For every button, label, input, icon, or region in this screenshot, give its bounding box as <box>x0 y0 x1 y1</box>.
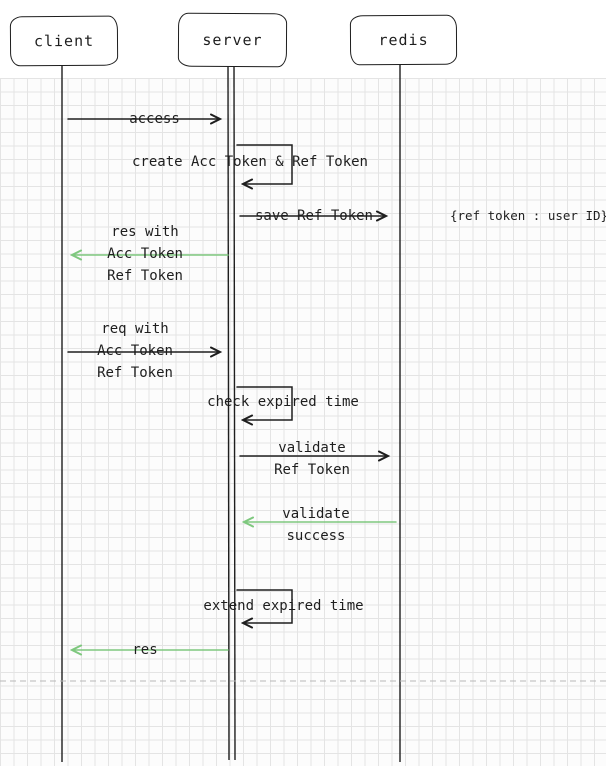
message-label-req-with-tokens: req with Acc Token Ref Token <box>85 318 185 384</box>
message-label-line: validate <box>278 440 346 456</box>
message-label-line: Ref Token <box>107 268 183 284</box>
message-label-create-tokens: create Acc Token & Ref Token <box>131 154 368 170</box>
actor-box-server[interactable]: server <box>177 12 288 68</box>
message-label-line: req with <box>101 321 169 337</box>
message-label-res-with-tokens: res with Acc Token Ref Token <box>95 221 195 287</box>
message-label-res: res <box>132 642 158 658</box>
message-label-validate-ref-token: validate Ref Token <box>262 437 362 481</box>
message-label-line: Acc Token <box>107 246 183 262</box>
lifeline-server-left <box>227 65 230 761</box>
message-label-line: res with <box>111 224 179 240</box>
actor-box-client[interactable]: client <box>9 15 119 67</box>
message-label-extend-expired-time: extend expired time <box>203 598 364 614</box>
actor-label-redis: redis <box>378 30 429 50</box>
message-label-access: access <box>129 111 180 127</box>
redis-note-label: {ref token : user ID} <box>450 208 606 223</box>
message-label-line: Acc Token <box>97 343 173 359</box>
lifeline-server-right <box>233 65 236 761</box>
message-arrow-create-tokens <box>236 144 293 190</box>
actor-box-redis[interactable]: redis <box>349 14 458 66</box>
message-label-line: Ref Token <box>97 365 173 381</box>
message-label-validate-success: validate success <box>266 503 366 547</box>
message-label-line: validate <box>282 506 350 522</box>
actor-label-server: server <box>202 30 263 50</box>
message-label-check-expired-time: check expired time <box>207 394 359 410</box>
actor-label-client: client <box>33 31 95 51</box>
message-label-line: success <box>286 528 346 544</box>
message-label-line: Ref Token <box>274 462 350 478</box>
grid-background <box>0 78 606 766</box>
message-arrow-check-expired-time <box>236 386 293 426</box>
message-arrow-extend-expired-time <box>236 589 293 629</box>
message-label-save-ref-token: save Ref Token <box>254 208 373 224</box>
